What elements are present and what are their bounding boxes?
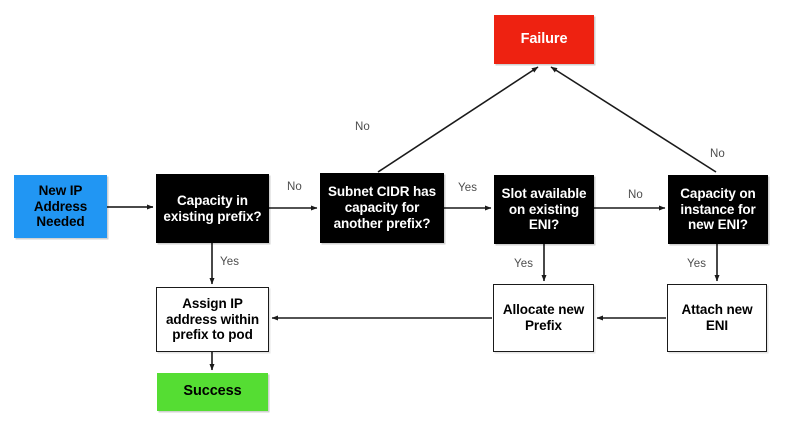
edge-label-instance-yes: Yes: [687, 258, 707, 270]
edge-instance-no-to-failure: [550, 66, 717, 173]
edge-label-subnet-no: No: [355, 121, 370, 133]
edge-subnet-no-to-failure: [377, 66, 539, 173]
edge-label-subnet-yes: Yes: [458, 182, 478, 194]
node-attach-new-eni[interactable]: Attach new ENI: [667, 284, 767, 352]
edge-label-slot-yes: Yes: [514, 258, 534, 270]
node-failure[interactable]: Failure: [494, 15, 594, 64]
edge-label-slot-no: No: [628, 189, 643, 201]
node-new-ip-address-needed[interactable]: New IP Address Needed: [14, 175, 107, 238]
node-capacity-in-existing-prefix[interactable]: Capacity in existing prefix?: [156, 174, 269, 243]
node-assign-ip-address-within-prefix-to-pod[interactable]: Assign IP address within prefix to pod: [156, 287, 269, 352]
node-subnet-cidr-has-capacity[interactable]: Subnet CIDR has capacity for another pre…: [320, 173, 444, 243]
edge-label-capacity-yes: Yes: [220, 256, 240, 268]
node-slot-available-on-existing-eni[interactable]: Slot available on existing ENI?: [494, 175, 594, 244]
node-allocate-new-prefix[interactable]: Allocate new Prefix: [493, 284, 594, 352]
node-success[interactable]: Success: [157, 373, 268, 411]
edge-label-instance-no: No: [710, 148, 725, 160]
edge-label-capacity-no: No: [287, 181, 302, 193]
node-capacity-on-instance-for-new-eni[interactable]: Capacity on instance for new ENI?: [668, 175, 768, 244]
